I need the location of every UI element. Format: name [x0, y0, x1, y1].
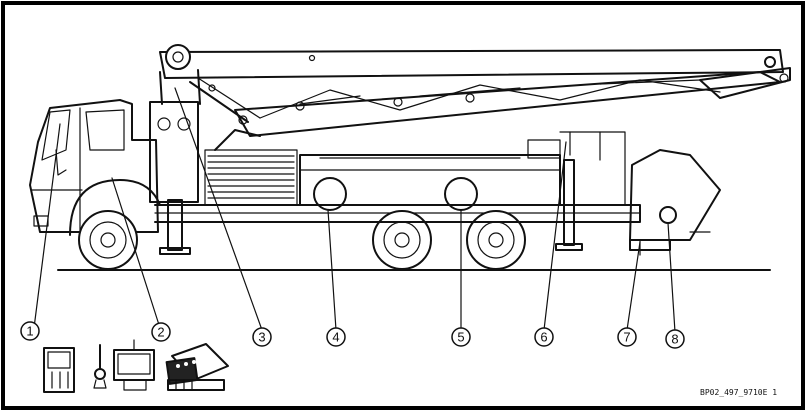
grille-lines — [207, 155, 295, 199]
remote-control-handset — [43, 347, 75, 393]
callout-7-label: 7 — [623, 330, 630, 345]
callout-5: 5 — [451, 327, 471, 347]
callout-3: 3 — [252, 327, 272, 347]
wheel-front — [69, 179, 161, 270]
callout-1-label: 1 — [26, 324, 33, 339]
callout-4: 4 — [326, 327, 346, 347]
cable-remote-unit — [93, 339, 155, 391]
detail-circle-4 — [313, 177, 347, 211]
callout-6-label: 6 — [540, 330, 547, 345]
callout-2-label: 2 — [157, 325, 164, 340]
boom-arm — [159, 44, 791, 151]
callout-5-label: 5 — [457, 330, 464, 345]
callout-2: 2 — [151, 322, 171, 342]
callout-1: 1 — [20, 321, 40, 341]
callout-3-label: 3 — [258, 330, 265, 345]
callout-6: 6 — [534, 327, 554, 347]
cab-windshield — [41, 109, 71, 161]
radio-remote-control — [165, 343, 229, 391]
leader-lines — [33, 87, 676, 333]
cab-side-window — [85, 109, 125, 151]
wheel-rear-1 — [372, 210, 432, 270]
callout-8: 8 — [665, 329, 685, 349]
callout-7: 7 — [617, 327, 637, 347]
wheel-rear-2 — [466, 210, 526, 270]
callout-8-label: 8 — [671, 332, 678, 347]
drawing-reference-code: BP02_497_9710E 1 — [700, 388, 777, 397]
truck-cab — [29, 99, 159, 233]
callout-4-label: 4 — [332, 330, 339, 345]
